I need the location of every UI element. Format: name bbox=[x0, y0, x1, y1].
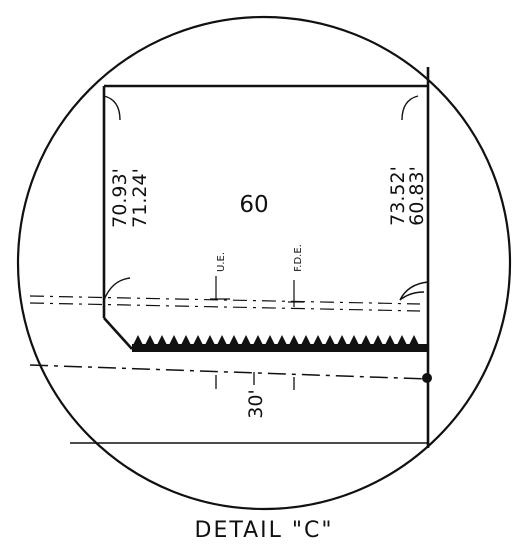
setback-ticks bbox=[215, 372, 295, 390]
drainage-easement-label: F.D.E. bbox=[293, 244, 304, 272]
sawtooth-base bbox=[132, 344, 428, 352]
detail-circle bbox=[16, 15, 512, 511]
sawtooth-tooth bbox=[252, 335, 264, 347]
sawtooth-tooth bbox=[180, 335, 192, 347]
right-dimension-1: 73.52' bbox=[387, 166, 409, 226]
sawtooth-tooth bbox=[264, 335, 276, 347]
easement-lines bbox=[29, 295, 421, 312]
sawtooth-tooth bbox=[348, 335, 360, 347]
sawtooth-tooth bbox=[384, 335, 396, 347]
sawtooth-tooth bbox=[132, 335, 144, 347]
sawtooth-tooth bbox=[336, 335, 348, 347]
sawtooth-tooth bbox=[288, 335, 300, 347]
lot-number: 60 bbox=[239, 192, 268, 218]
monument-dot bbox=[422, 373, 432, 383]
sawtooth-tooth bbox=[372, 335, 384, 347]
sawtooth-tooth bbox=[144, 335, 156, 347]
sawtooth-tooth bbox=[228, 335, 240, 347]
utility-easement-label: U.E. bbox=[216, 252, 227, 272]
sawtooth-tooth bbox=[300, 335, 312, 347]
sawtooth-tooth bbox=[216, 335, 228, 347]
detail-caption: DETAIL "C" bbox=[195, 518, 334, 543]
label-leaders bbox=[210, 276, 304, 307]
sawtooth-tooth bbox=[192, 335, 204, 347]
sawtooth-tooth bbox=[312, 335, 324, 347]
left-dimension-2: 71.24' bbox=[129, 168, 151, 228]
sawtooth-tooth bbox=[156, 335, 168, 347]
sawtooth-tooth bbox=[324, 335, 336, 347]
sawtooth-tooth bbox=[204, 335, 216, 347]
right-dimension-2: 60.83' bbox=[406, 166, 428, 226]
setback-dimension: 30' bbox=[245, 389, 267, 418]
corner-arcs bbox=[103, 95, 429, 301]
road-lines bbox=[29, 364, 429, 444]
sawtooth-tooth bbox=[408, 335, 420, 347]
sawtooth-tooth bbox=[276, 335, 288, 347]
left-dimension-1: 70.93' bbox=[109, 168, 131, 228]
sawtooth-tooth bbox=[360, 335, 372, 347]
sawtooth-tooth bbox=[168, 335, 180, 347]
lot-boundary bbox=[102, 67, 430, 448]
sawtooth-strip bbox=[132, 335, 420, 347]
sawtooth-tooth bbox=[396, 335, 408, 347]
sawtooth-tooth bbox=[240, 335, 252, 347]
